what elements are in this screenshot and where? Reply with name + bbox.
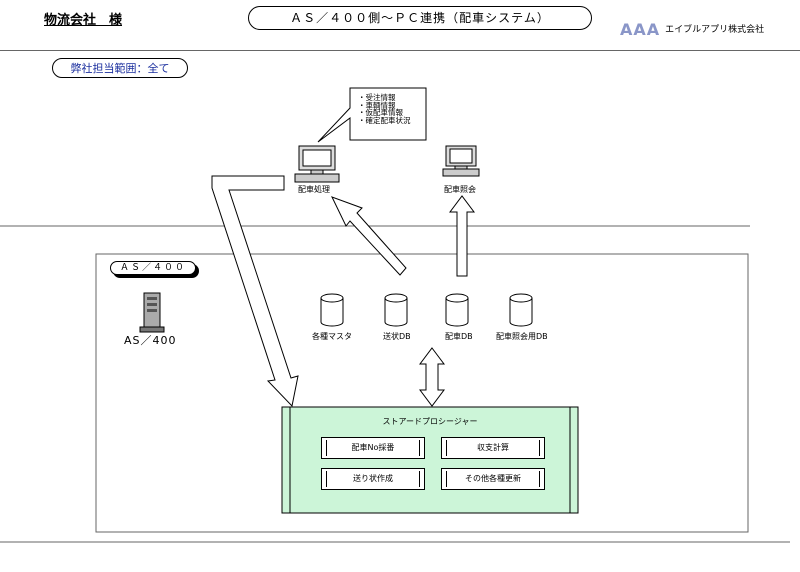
customer-company-name: 物流会社 様 xyxy=(44,13,123,28)
callout-item: ・仮配車情報 xyxy=(358,108,403,117)
callout-list: ・受注情報 ・車輌情報 ・仮配車情報 ・確定配車状況 xyxy=(358,94,411,124)
waybill-create-button: 送り状作成 xyxy=(321,468,425,490)
vendor-logo: AAA xyxy=(620,20,661,39)
inquiry-pc-icon xyxy=(442,145,480,177)
db-label-inquiry: 配車照会用DB xyxy=(496,332,548,341)
stored-procedure-title: ストアードプロシージャー xyxy=(382,417,478,426)
arrow-db-to-dispatch-pc xyxy=(331,196,407,276)
vendor-name: エイブルアプリ株式会社 xyxy=(665,24,765,35)
arrow-db-to-inquiry-pc xyxy=(449,195,475,277)
arrow-pc-to-procedure xyxy=(211,175,299,408)
callout-item: ・車輌情報 xyxy=(358,100,396,110)
as400-server-icon xyxy=(139,292,165,333)
income-calc-button: 収支計算 xyxy=(441,437,545,459)
misc-update-button: その他各種更新 xyxy=(441,468,545,490)
as400-boundary xyxy=(95,253,749,533)
dispatch-pc-icon xyxy=(294,145,340,183)
db-label-dispatch: 配車DB xyxy=(445,332,473,341)
arrow-db-procedure-bidirectional xyxy=(419,347,445,407)
dispatch-number-button: 配車No採番 xyxy=(321,437,425,459)
vendor-block: AAA エイブルアプリ株式会社 xyxy=(620,22,764,38)
db-label-waybill: 送状DB xyxy=(383,332,411,341)
header-divider xyxy=(0,50,800,51)
inquiry-pc-label: 配車照会 xyxy=(444,185,476,194)
callout-box xyxy=(317,87,427,143)
callout-item: ・確定配車状況 xyxy=(358,115,411,125)
db-cylinder-inquiry xyxy=(509,293,533,327)
stored-procedure-panel xyxy=(281,406,579,514)
as400-tag: ＡＳ／４００ xyxy=(110,261,196,275)
db-label-masters: 各種マスタ xyxy=(312,332,352,341)
scope-label: 弊社担当範囲：全て xyxy=(52,58,188,78)
page-title: ＡＳ／４００側～ＰＣ連携（配車システム） xyxy=(248,6,592,30)
dispatch-pc-label: 配車処理 xyxy=(298,185,330,194)
db-cylinder-dispatch xyxy=(445,293,469,327)
db-cylinder-waybill xyxy=(384,293,408,327)
db-cylinder-masters xyxy=(320,293,344,327)
callout-item: ・受注情報 xyxy=(358,93,396,102)
as400-server-label: AS／400 xyxy=(124,334,177,347)
